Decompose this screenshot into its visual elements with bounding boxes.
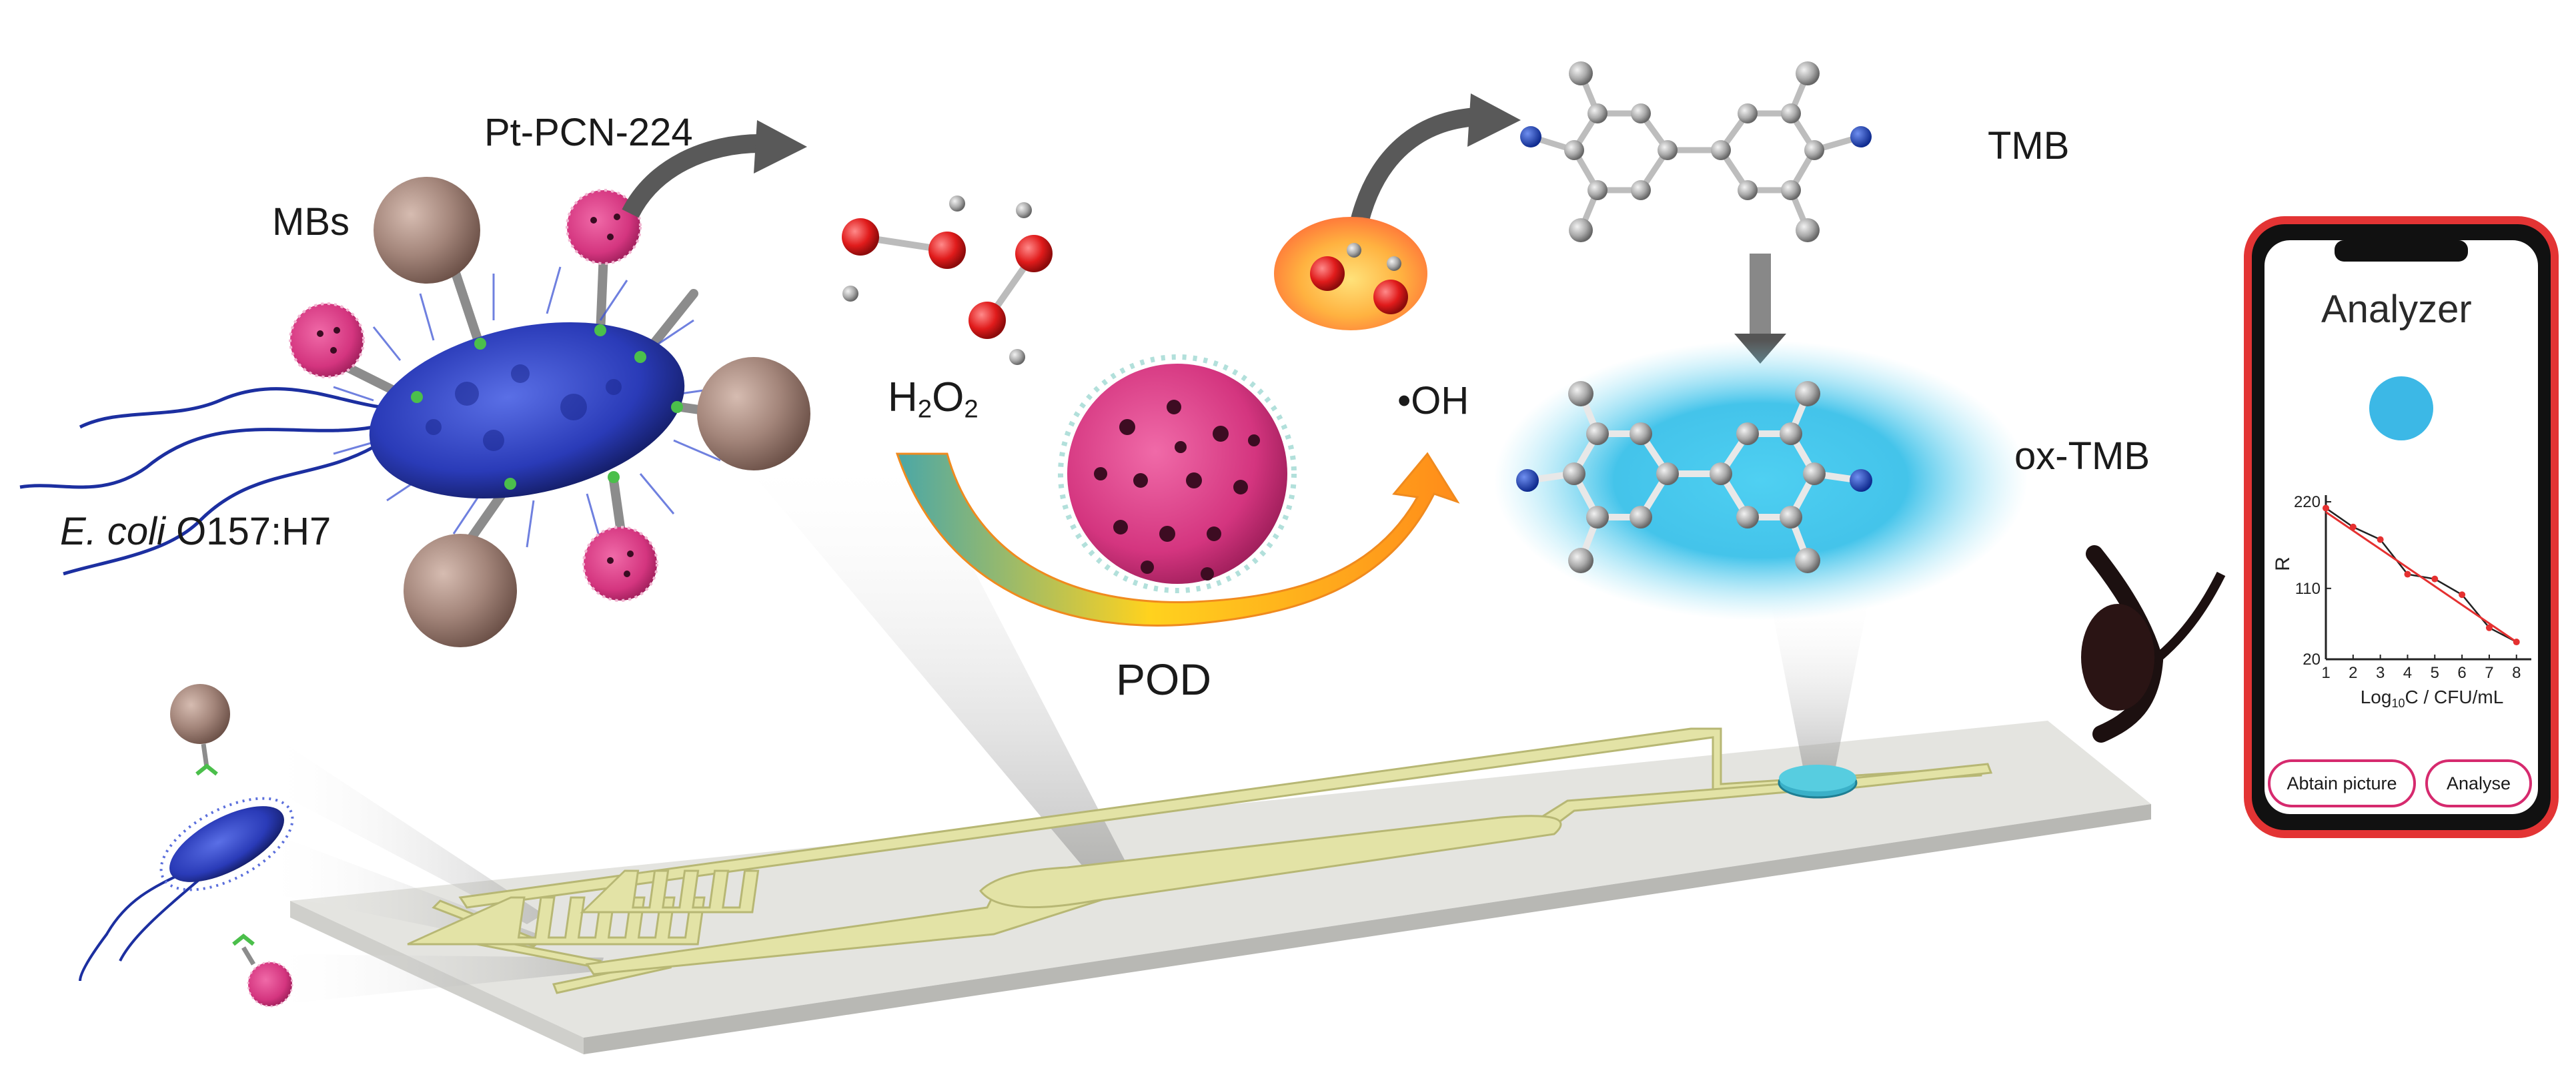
label-ecoli-strain: O157:H7 (165, 510, 332, 553)
inlet-pt-pcn-probe (232, 934, 293, 1008)
magnetic-bead (374, 177, 480, 284)
fit-line (2325, 511, 2517, 643)
abtain-picture-button[interactable]: Abtain picture (2268, 759, 2416, 807)
label-pod: POD (1116, 655, 1212, 704)
ox-tmb-glow (1494, 340, 2028, 621)
label-tmb: TMB (1988, 124, 2070, 167)
y-tick-label: 20 (2303, 651, 2321, 669)
hydroxyl-molecules (1310, 243, 1408, 314)
x-tick-label: 3 (2376, 664, 2385, 682)
phone-app-title: Analyzer (2321, 288, 2472, 331)
data-point (2323, 504, 2329, 512)
pod-nanozyme (1058, 354, 1297, 593)
ecoli-complex (19, 177, 810, 647)
data-point (2485, 624, 2493, 631)
mixing-chamber (979, 815, 1562, 909)
analyse-button[interactable]: Analyse (2425, 759, 2532, 807)
y-tick-label: 220 (2294, 493, 2321, 511)
label-mbs: MBs (272, 200, 350, 244)
chip-side (584, 804, 2151, 1054)
ecoli-bacterium (369, 322, 685, 499)
pt-pcn-224-probe (566, 189, 642, 265)
label-pt-pcn-224: Pt-PCN-224 (484, 111, 693, 154)
pt-pcn-224-probe (582, 526, 658, 602)
y-tick-label: 110 (2295, 580, 2321, 598)
result-color-dot (2369, 376, 2433, 440)
data-point (2377, 536, 2384, 543)
green-antibodies (411, 324, 683, 490)
label-ox-tmb: ox-TMB (2014, 434, 2150, 478)
h2o2-sub2: 2 (964, 394, 979, 424)
inlet-magnetic-bead (170, 684, 230, 776)
data-point (2459, 591, 2466, 599)
x-tick-label: 8 (2512, 664, 2521, 682)
h2o2-h: H (888, 374, 918, 420)
magnetic-bead (697, 357, 810, 470)
beam-detection (1771, 604, 1868, 791)
x-tick-label: 2 (2349, 664, 2357, 682)
label-h2o2: H2O2 (888, 377, 979, 422)
arrow-probe-to-reaction (622, 134, 761, 218)
phone-screen (2265, 240, 2538, 814)
inlet-ecoli (79, 797, 294, 982)
pt-pcn-224-probe (289, 302, 365, 378)
x-tick-label: 1 (2321, 664, 2330, 682)
x-tick-label: 6 (2457, 664, 2466, 682)
h2o2-sub1: 2 (917, 394, 932, 424)
eye-icon (2081, 545, 2226, 743)
pod-cycle-arrow (895, 452, 1460, 627)
serpentine-mixer (407, 869, 760, 946)
label-ecoli-genus: E. coli (60, 510, 165, 553)
tmb-molecule (1520, 61, 1872, 242)
beam-inlet-probe (280, 954, 604, 1004)
flagella (19, 387, 381, 576)
label-ecoli: E. coli O157:H7 (60, 512, 331, 551)
magnetic-bead (404, 534, 517, 647)
x-axis-label: Log10C / CFU/mL (2361, 687, 2504, 710)
beam-inlet-mbs (280, 741, 544, 924)
phone-notch (2335, 240, 2468, 262)
y-axis-label: R (2272, 557, 2294, 571)
x-tick-label: 7 (2485, 664, 2493, 682)
h2o2-molecules (842, 196, 1053, 365)
x-tick-label: 4 (2403, 664, 2412, 682)
ox-tmb-molecule (1516, 381, 1872, 573)
bacterium-texture (426, 364, 622, 451)
data-point (2404, 571, 2411, 578)
x-tick-label: 5 (2431, 664, 2439, 682)
beam-mixing-to-chamber (747, 467, 1137, 887)
arrowhead (754, 120, 807, 173)
arrowhead (1467, 93, 1521, 147)
data-point (2431, 575, 2439, 583)
label-oh: •OH (1397, 379, 1469, 422)
arrow-oh-to-tmb (1348, 107, 1479, 233)
microfluidic-channels (407, 727, 1993, 994)
h2o2-o: O (932, 374, 964, 420)
hydroxyl-radical-bubble (1274, 217, 1427, 330)
